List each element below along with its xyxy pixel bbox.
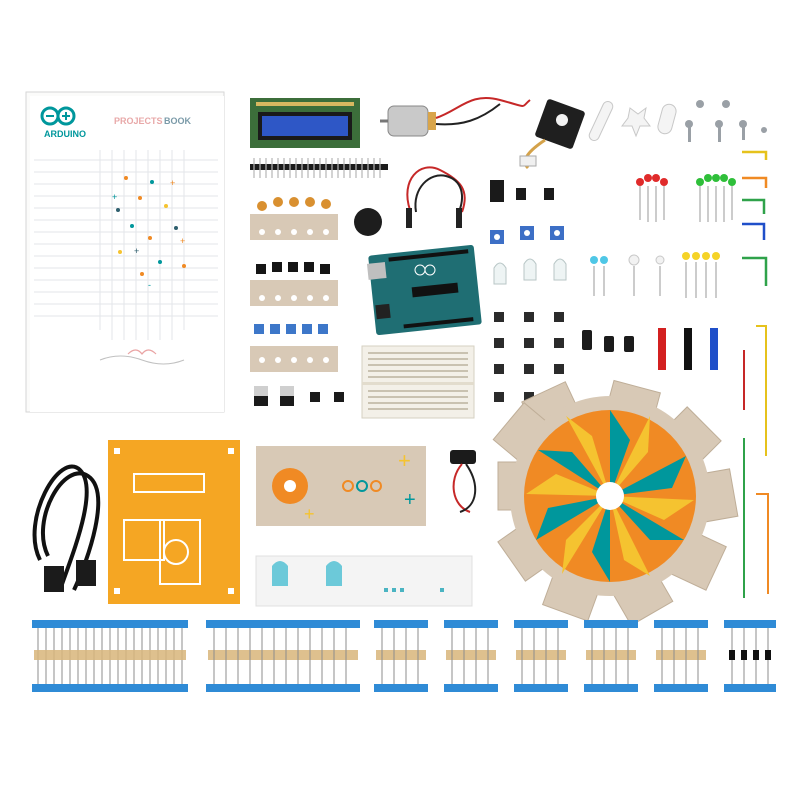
electrolytic-capacitors xyxy=(582,330,634,352)
svg-text:+: + xyxy=(180,236,185,246)
svg-text:+: + xyxy=(404,489,416,511)
spinning-wheel-cardboard xyxy=(492,379,739,627)
book-heart-ornament xyxy=(99,349,185,365)
projects-book: ARDUINO PROJECTS BOOK + + + + - xyxy=(25,91,225,413)
servo-motor xyxy=(519,99,585,170)
led-diffuser-strip xyxy=(255,555,473,607)
book-grid-lines xyxy=(34,150,218,340)
green-leds xyxy=(696,174,736,222)
svg-text:+: + xyxy=(112,192,117,202)
resistor-strips xyxy=(32,620,776,692)
blue-led-and-rgb xyxy=(590,254,665,296)
ceramic-capacitors xyxy=(250,197,338,240)
header-pins xyxy=(250,158,388,178)
pushbuttons xyxy=(494,312,564,402)
potentiometers xyxy=(490,226,564,244)
colour-gels xyxy=(658,328,718,370)
bent-jumper-wires xyxy=(742,150,768,286)
usb-cable xyxy=(32,464,101,591)
svg-text:-: - xyxy=(148,280,151,290)
piezo-buzzer xyxy=(354,208,382,236)
resistor-strip-2 xyxy=(206,620,360,692)
breadboard xyxy=(361,345,475,419)
lcd-module xyxy=(250,98,360,148)
resistor-strip-5 xyxy=(514,620,568,692)
film-capacitors xyxy=(250,324,338,372)
jumper-wire-pair xyxy=(406,166,466,228)
book-title-word2: BOOK xyxy=(164,116,192,126)
integrated-circuits xyxy=(490,180,554,202)
servo-horns xyxy=(588,100,677,142)
svg-text:+: + xyxy=(398,448,411,473)
svg-text:+: + xyxy=(170,178,175,188)
orange-pcb-panel xyxy=(108,440,240,604)
book-brand: ARDUINO xyxy=(44,129,86,139)
usb-plug-b xyxy=(76,560,96,586)
yellow-leds xyxy=(682,252,720,298)
phototransistors xyxy=(493,258,567,285)
motor-wire-black xyxy=(435,103,501,126)
voltage-regulators xyxy=(254,386,344,406)
dc-motor xyxy=(380,105,436,137)
arduino-uno-board xyxy=(366,244,482,336)
book-title-word1: PROJECTS xyxy=(114,116,163,126)
usb-plug-a xyxy=(44,566,64,592)
screws-and-nuts xyxy=(685,100,767,142)
motor-wire-red xyxy=(435,97,531,119)
resistor-strip-7 xyxy=(654,620,708,692)
book-logo: ARDUINO xyxy=(40,106,86,139)
resistor-strip-1 xyxy=(32,620,188,692)
resistor-strip-4 xyxy=(444,620,498,692)
cardboard-strip: + + + xyxy=(256,446,426,526)
svg-text:+: + xyxy=(304,504,315,524)
transistors xyxy=(250,262,338,306)
resistor-strip-6 xyxy=(584,620,638,692)
diode-strip xyxy=(724,620,776,692)
battery-snap xyxy=(450,450,477,513)
svg-text:+: + xyxy=(134,246,139,256)
resistor-strip-3 xyxy=(374,620,428,692)
book-dot-pattern: + + + + - xyxy=(112,176,186,290)
long-jumper-wires xyxy=(743,325,769,598)
red-leds xyxy=(636,174,668,222)
